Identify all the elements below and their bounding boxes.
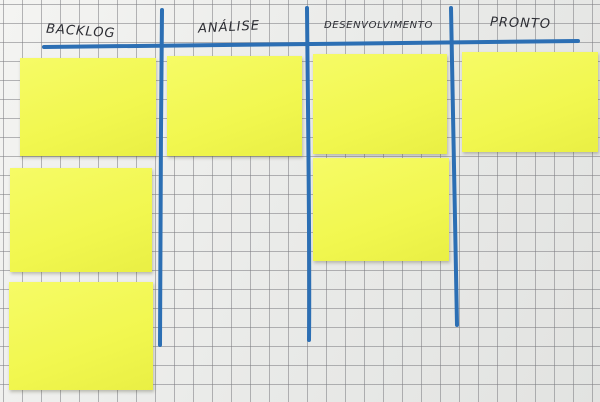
header-divider-line — [42, 39, 580, 49]
sticky-note[interactable] — [313, 158, 449, 261]
sticky-note[interactable] — [462, 52, 598, 152]
sticky-note[interactable] — [10, 168, 152, 272]
column-divider-1 — [158, 8, 164, 347]
sticky-note[interactable] — [313, 54, 447, 154]
column-header-desenvolvimento: Desenvolvimento — [324, 20, 433, 31]
column-header-pronto: Pronto — [489, 14, 552, 33]
sticky-note[interactable] — [167, 56, 302, 156]
sticky-note[interactable] — [20, 58, 156, 156]
sticky-note[interactable] — [9, 282, 153, 390]
column-divider-2 — [305, 6, 312, 342]
column-divider-3 — [449, 6, 459, 327]
